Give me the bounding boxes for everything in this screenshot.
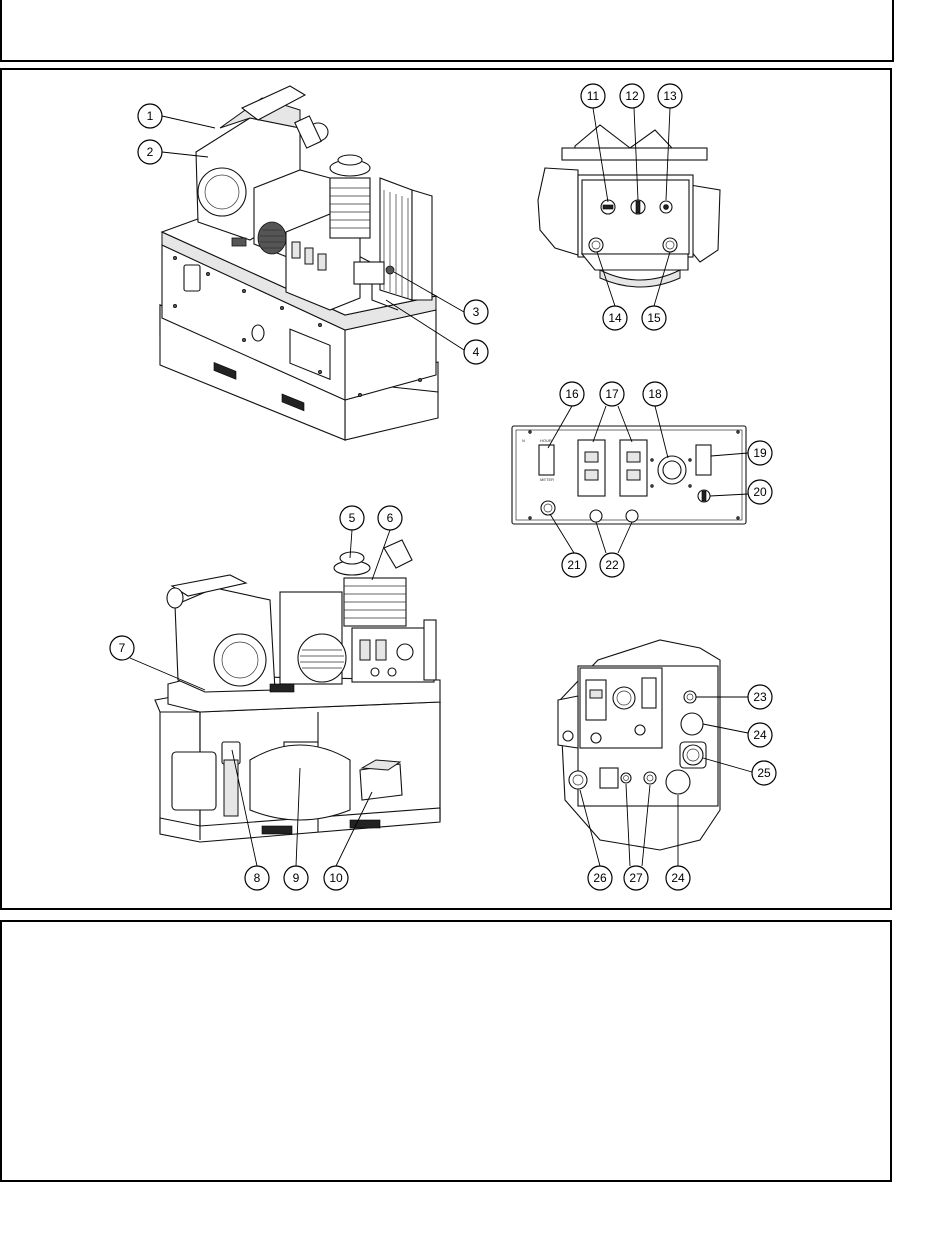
callout-label: 19 (753, 446, 767, 460)
callout-1: 1 (138, 104, 162, 128)
callout-2: 2 (138, 140, 162, 164)
unit-view-bottom-left (155, 540, 440, 842)
callout-label: 5 (349, 511, 356, 525)
control-panel-view: N HOUR METER (512, 426, 746, 524)
callout-19: 19 (748, 441, 772, 465)
callout-22: 22 (600, 553, 624, 577)
callout-label: 24 (753, 728, 767, 742)
callout-20: 20 (748, 480, 772, 504)
callout-label: 21 (567, 558, 581, 572)
callout-label: 14 (608, 311, 622, 325)
callout-23: 23 (748, 685, 772, 709)
callout-label: 18 (648, 387, 662, 401)
unit-view-top-left (160, 86, 438, 440)
callout-label: 7 (119, 641, 126, 655)
callout-7: 7 (110, 636, 134, 660)
callout-18: 18 (643, 382, 667, 406)
end-panel-view (538, 125, 720, 287)
callout-25: 25 (752, 761, 776, 785)
callout-21: 21 (562, 553, 586, 577)
callout-10: 10 (324, 866, 348, 890)
callout-13: 13 (658, 84, 682, 108)
callout-label: 4 (473, 345, 480, 359)
callout-11: 11 (581, 84, 605, 108)
callout-label: 6 (387, 511, 394, 525)
callout-5: 5 (340, 506, 364, 530)
callout-label: 15 (647, 311, 661, 325)
callout-label: 27 (629, 871, 643, 885)
callout-24-lower: 24 (666, 866, 690, 890)
callout-label: 1 (147, 109, 154, 123)
side-panel-view (558, 640, 720, 850)
callout-label: 10 (329, 871, 343, 885)
callout-24: 24 (748, 723, 772, 747)
callout-3: 3 (464, 300, 488, 324)
callout-label: 11 (587, 89, 600, 103)
callout-label: 22 (605, 558, 619, 572)
callout-26: 26 (588, 866, 612, 890)
callout-label: 16 (565, 387, 579, 401)
callout-label: 20 (753, 485, 767, 499)
svg-text:N: N (522, 438, 525, 443)
callout-27: 27 (624, 866, 648, 890)
callout-label: 24 (671, 871, 685, 885)
callout-15: 15 (642, 306, 666, 330)
callout-label: 2 (147, 145, 154, 159)
callout-label: 26 (593, 871, 607, 885)
callout-label: 25 (757, 766, 771, 780)
callout-label: 8 (254, 871, 261, 885)
callout-9: 9 (284, 866, 308, 890)
callout-6: 6 (378, 506, 402, 530)
callout-14: 14 (603, 306, 627, 330)
callout-16: 16 (560, 382, 584, 406)
callout-12: 12 (620, 84, 644, 108)
callout-label: 3 (473, 305, 480, 319)
callout-label: 17 (605, 387, 619, 401)
callout-label: 12 (625, 89, 639, 103)
callout-label: 23 (753, 690, 767, 704)
callout-4: 4 (464, 340, 488, 364)
callout-8: 8 (245, 866, 269, 890)
svg-text:HOUR: HOUR (540, 438, 552, 443)
svg-text:METER: METER (540, 477, 554, 482)
callout-label: 13 (663, 89, 677, 103)
callout-17: 17 (600, 382, 624, 406)
callout-label: 9 (293, 871, 300, 885)
